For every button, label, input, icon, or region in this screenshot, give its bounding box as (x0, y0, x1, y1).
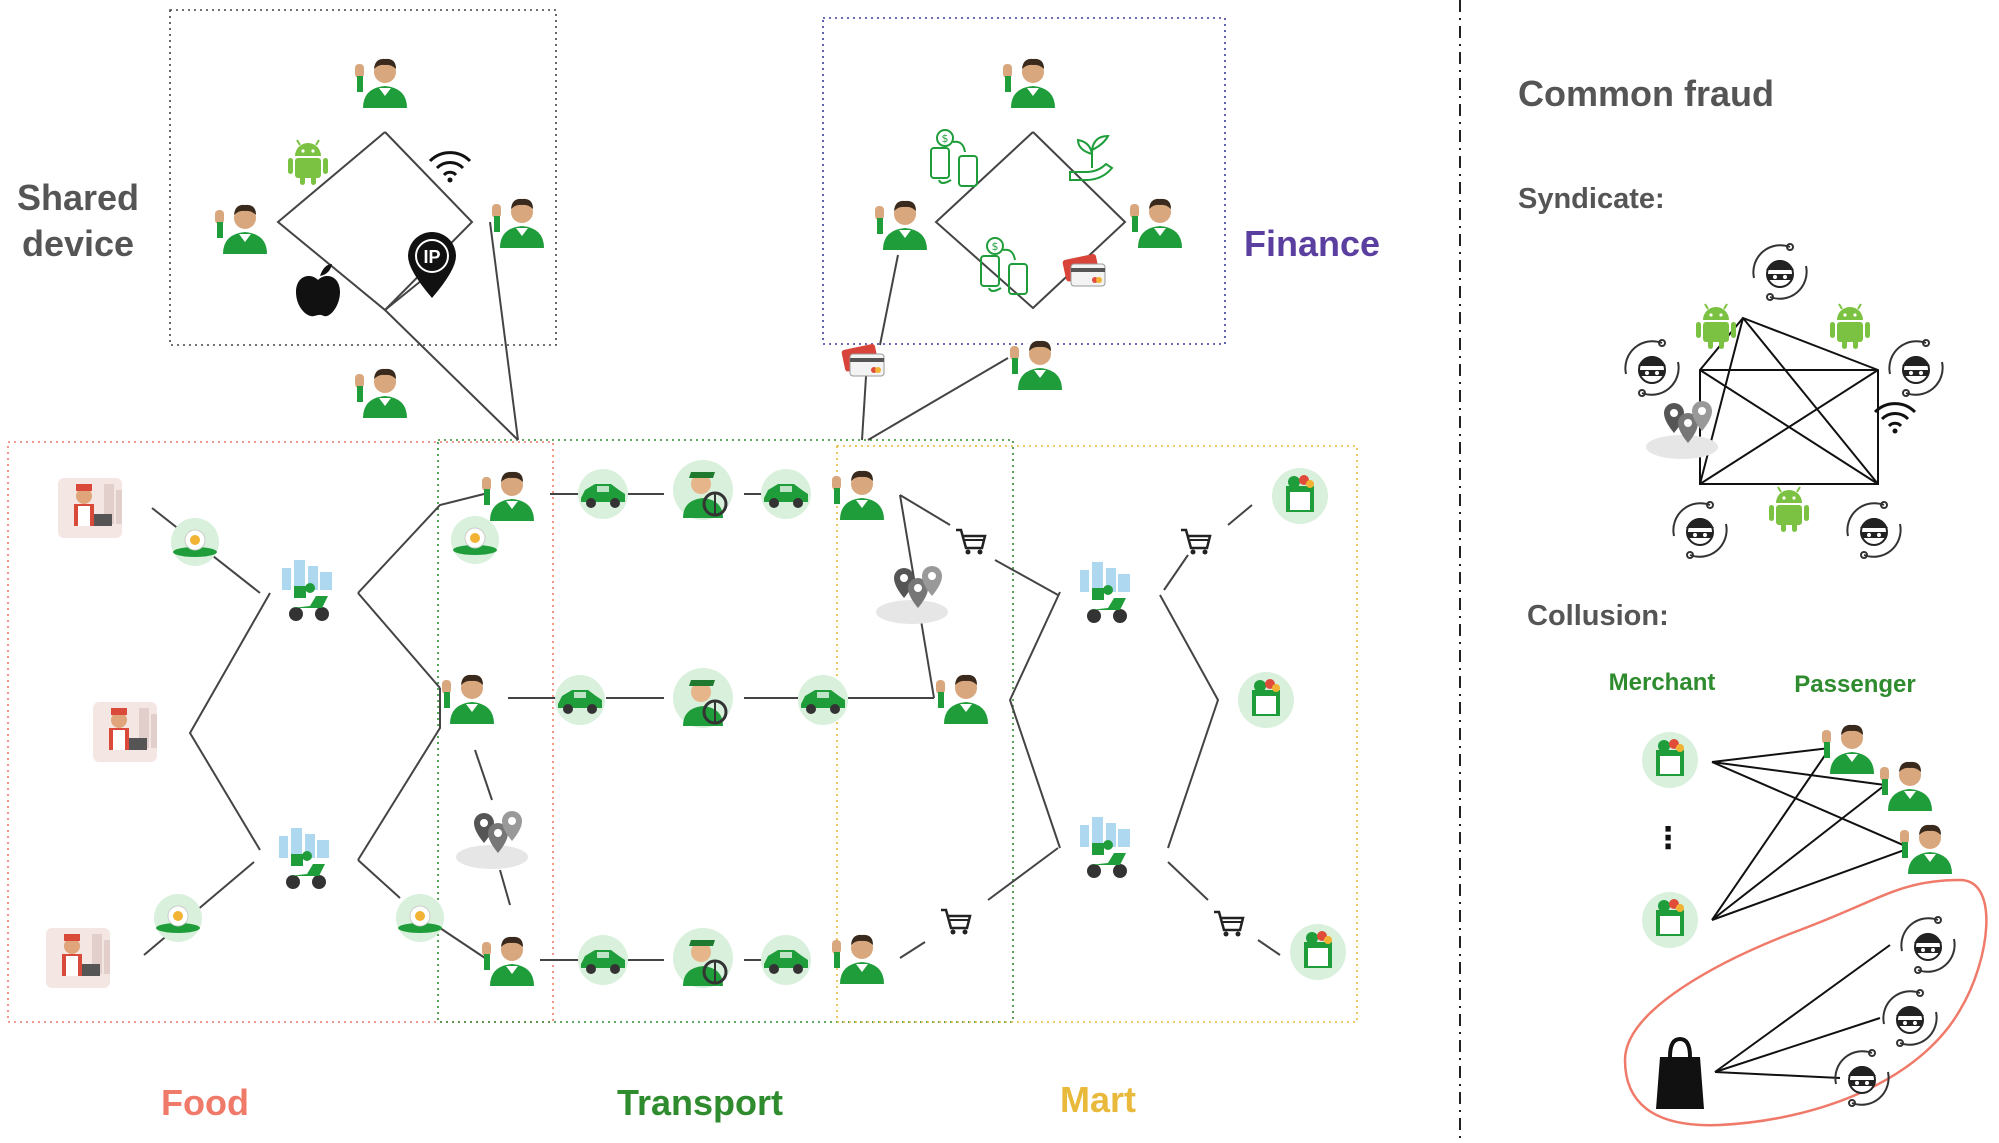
finance-user-top (1003, 58, 1059, 110)
android-icon (287, 139, 329, 186)
merchant-ellipsis: ⋮ (1653, 822, 1683, 855)
food-dish-icon (395, 893, 445, 943)
passenger-icon (832, 470, 888, 522)
car-icon (798, 675, 848, 725)
fraudster-icon (1624, 339, 1680, 397)
chef-merchant-icon (46, 928, 110, 988)
car-icon (578, 935, 628, 985)
wifi-icon (428, 151, 472, 184)
chef-merchant-icon (93, 702, 157, 762)
collusion-edges (1711, 747, 1911, 1079)
fraudster-icon (1846, 501, 1902, 559)
syndicate-heading: Syndicate: (1518, 183, 1665, 215)
driver-icon (671, 666, 735, 730)
collusion-outline (1623, 878, 1988, 1127)
android-icon (1829, 303, 1871, 350)
car-icon (761, 469, 811, 519)
fraudster-icon (1900, 916, 1956, 974)
shared-device-user-right (492, 198, 548, 250)
credit-card-icon (840, 342, 885, 377)
location-pins-icon (456, 811, 528, 869)
food-dish-icon (170, 517, 220, 567)
delivery-scooter-icon (1080, 817, 1130, 878)
shared-device-frame (169, 9, 557, 346)
car-icon (555, 675, 605, 725)
delivery-scooter-icon (282, 560, 332, 621)
passenger-icon (482, 936, 538, 988)
shared-device-user-bottom (355, 368, 411, 420)
transport-label: Transport (617, 1082, 783, 1123)
shared-device-label-line1: Shared (17, 177, 139, 218)
shopping-cart-icon (1212, 910, 1245, 938)
passenger-icon (1880, 761, 1936, 813)
money-transfer-icon (980, 237, 1028, 295)
finance-label: Finance (1244, 223, 1380, 264)
shared-device-user-left (215, 204, 271, 256)
android-icon (1695, 303, 1737, 350)
passenger-icon (936, 674, 992, 726)
wifi-icon (1873, 402, 1917, 435)
passenger-icon (482, 471, 538, 523)
shopping-cart-icon (954, 528, 987, 556)
shopping-bag-icon (1656, 1036, 1704, 1109)
syndicate-graph (1699, 316, 1879, 485)
chef-merchant-icon (58, 478, 122, 538)
graph-edges (143, 131, 1281, 961)
fraudster-icon (1888, 339, 1944, 397)
shared-device-label-line2: device (22, 223, 134, 264)
credit-card-icon (1061, 252, 1106, 287)
mart-label: Mart (1060, 1079, 1136, 1120)
passenger-icon (442, 674, 498, 726)
food-dish-icon (153, 893, 203, 943)
driver-icon (671, 926, 735, 990)
shopping-cart-icon (939, 908, 972, 936)
ip-label: IP (423, 247, 440, 267)
food-frame (7, 441, 554, 1023)
food-label: Food (161, 1082, 249, 1123)
finance-user-right (1130, 198, 1186, 250)
passenger-icon (1822, 724, 1878, 776)
merchant-store-icon (1642, 732, 1698, 788)
shared-device-user-top (355, 58, 411, 110)
merchant-label: Merchant (1609, 669, 1716, 696)
apple-icon (296, 264, 340, 317)
common-fraud-heading: Common fraud (1518, 73, 1774, 114)
food-dish-icon (450, 515, 500, 565)
passenger-icon (1900, 824, 1956, 876)
fraudster-icon (1834, 1049, 1890, 1107)
fraudster-icon (1672, 501, 1728, 559)
merchant-store-icon (1642, 892, 1698, 948)
delivery-scooter-icon (279, 828, 329, 889)
ip-pin-icon: IP (408, 232, 456, 298)
car-icon (761, 935, 811, 985)
fraudster-icon (1752, 243, 1808, 301)
mart-store-icon (1272, 468, 1328, 524)
finance-user-left (875, 200, 931, 252)
car-icon (578, 469, 628, 519)
passenger-icon (832, 934, 888, 986)
location-pins-icon (1646, 401, 1718, 459)
mart-store-icon (1238, 672, 1294, 728)
finance-user-bottom (1010, 340, 1066, 392)
passenger-label: Passenger (1794, 671, 1915, 698)
location-pins-icon (876, 566, 948, 624)
transport-frame (437, 439, 1014, 1023)
fraudster-icon (1882, 989, 1938, 1047)
finance-frame (822, 17, 1226, 345)
driver-icon (671, 458, 735, 522)
collusion-heading: Collusion: (1527, 600, 1669, 632)
mart-store-icon (1290, 924, 1346, 980)
android-icon (1768, 486, 1810, 533)
shopping-cart-icon (1179, 528, 1212, 556)
mart-frame (836, 445, 1358, 1023)
money-transfer-icon (930, 129, 978, 187)
delivery-scooter-icon (1080, 562, 1130, 623)
